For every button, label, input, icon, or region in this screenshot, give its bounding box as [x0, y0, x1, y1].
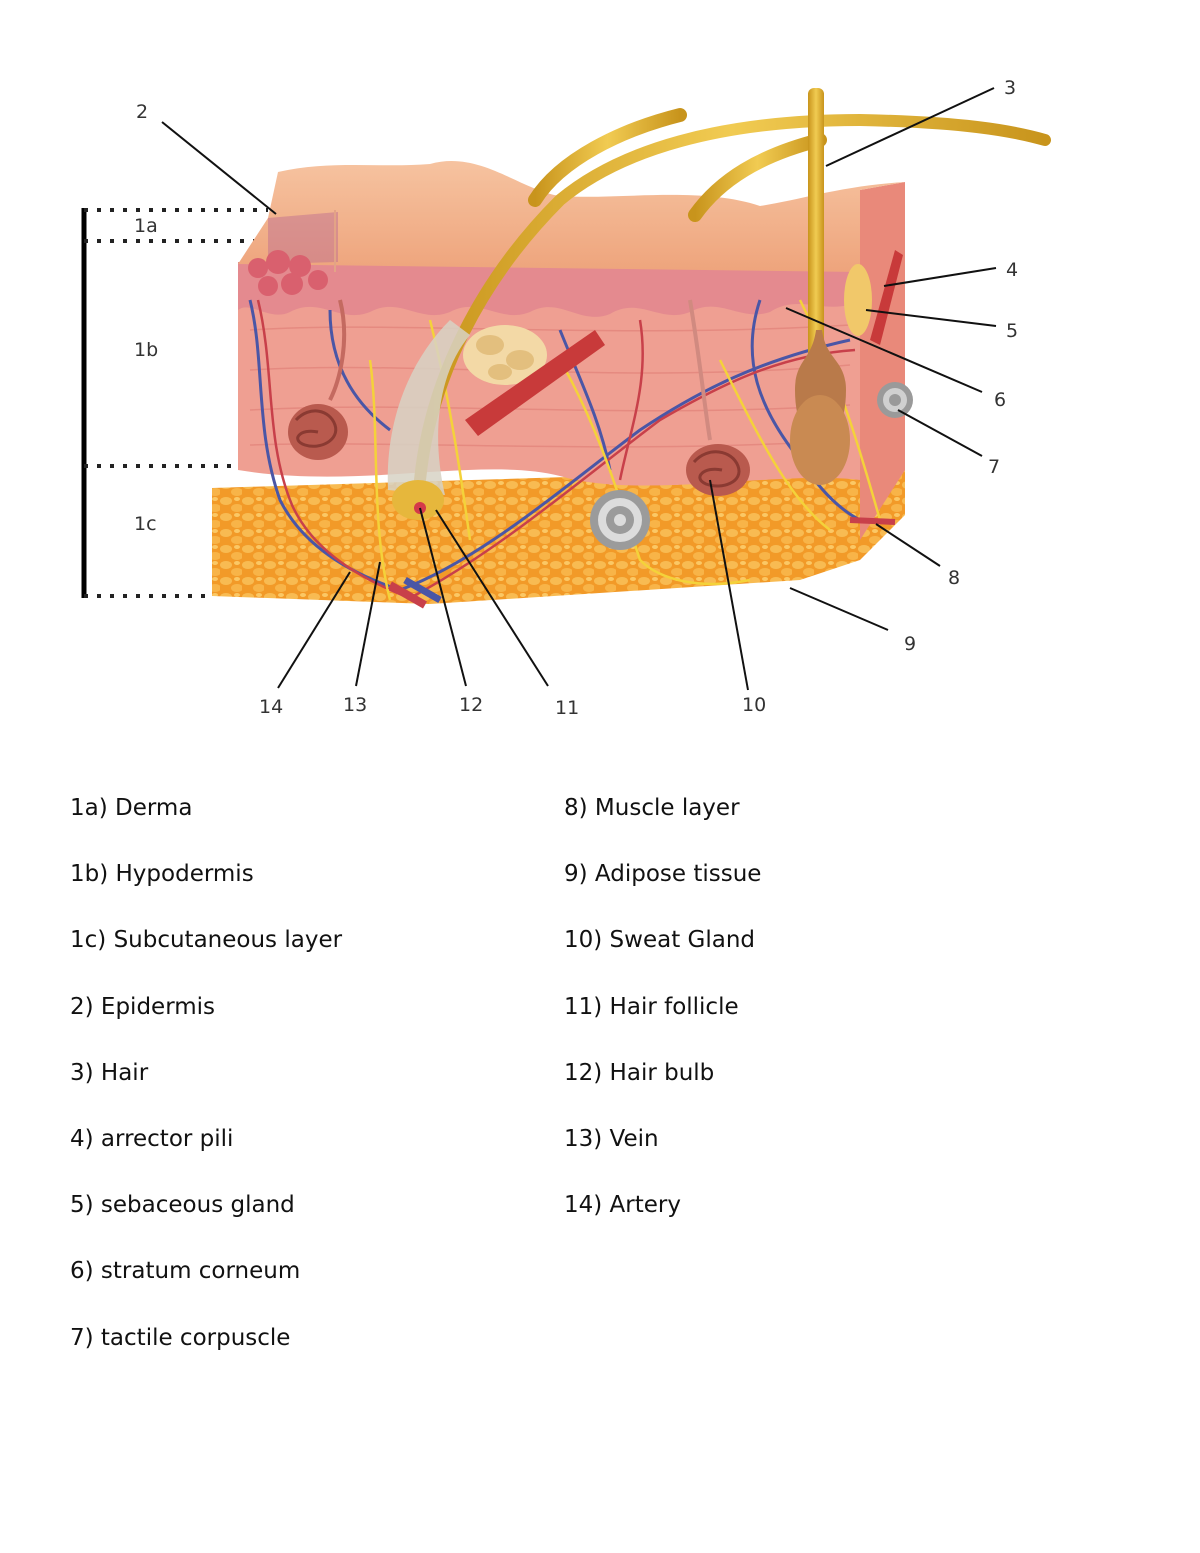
layer-bracket: [81, 208, 268, 598]
artery-network: [256, 299, 856, 600]
sweat-gland-right: [686, 299, 750, 496]
legend-item: 9) Adipose tissue: [564, 861, 762, 888]
legend-item: 5) sebaceous gland: [70, 1192, 295, 1219]
short-hair-left: [528, 108, 687, 207]
layer-label-1b: 1b: [134, 339, 158, 361]
legend-item: 14) Artery: [564, 1192, 681, 1219]
legend-item: 6) stratum corneum: [70, 1258, 301, 1285]
layer-label-1a: 1a: [134, 215, 158, 237]
central-hair-follicle: [387, 320, 470, 495]
arrector-pili-right: [870, 250, 903, 345]
leader-lines: [161, 87, 997, 691]
right-hair-bulb: [790, 395, 850, 485]
epidermis-band: [268, 212, 338, 264]
vessel-stubs: [388, 517, 896, 609]
sweat-gland-left: [288, 299, 348, 460]
papillary-layer: [238, 262, 860, 317]
callout-10: 10: [742, 694, 766, 716]
sebaceous-gland-center: [463, 325, 547, 385]
legend-item: 12) Hair bulb: [564, 1059, 715, 1086]
callout-12: 12: [459, 694, 483, 716]
callout-4: 4: [1006, 259, 1018, 281]
legend-item: 2) Epidermis: [70, 993, 216, 1020]
legend-item: 1b) Hypodermis: [70, 861, 254, 888]
callout-11: 11: [555, 697, 579, 719]
legend-left-column: 1a) Derma 1b) Hypodermis 1c) Subcutaneou…: [70, 790, 342, 1386]
callout-8: 8: [948, 567, 960, 589]
legend-item: 3) Hair: [70, 1059, 149, 1086]
callout-6: 6: [994, 389, 1006, 411]
legend-item: 1c) Subcutaneous layer: [70, 927, 343, 954]
legend-item: 11) Hair follicle: [564, 993, 739, 1020]
layer-label-1c: 1c: [134, 513, 157, 535]
legend-item: 4) arrector pili: [70, 1125, 234, 1152]
legend-item: 10) Sweat Gland: [564, 927, 756, 954]
legend-item: 8) Muscle layer: [564, 795, 740, 821]
central-hair-bulb: [392, 480, 444, 520]
short-hair-middle: [688, 133, 827, 222]
callout-3: 3: [1004, 77, 1016, 99]
tactile-corpuscle: [877, 382, 913, 418]
right-hair-shaft: [808, 88, 824, 388]
lamellar-corpuscle: [590, 490, 650, 550]
callout-2: 2: [136, 101, 148, 123]
legend-item: 7) tactile corpuscle: [70, 1324, 291, 1351]
legend-item: 1a) Derma: [70, 795, 193, 821]
callout-7: 7: [988, 456, 1000, 478]
callout-5: 5: [1006, 320, 1018, 342]
sebaceous-gland-right: [844, 264, 872, 336]
dermal-papillae-cutaway: [248, 250, 328, 296]
callout-13: 13: [343, 694, 367, 716]
skin-cross-section-diagram: 1a 1b 1c 2 3 4 5 6 7 8 9 10 11 12 13 14: [81, 77, 1051, 719]
callout-14: 14: [259, 696, 283, 718]
epidermis-surface: [238, 161, 905, 272]
callout-9: 9: [904, 633, 916, 655]
legend-right-column: 8) Muscle layer 9) Adipose tissue 10) Sw…: [564, 790, 761, 1253]
legend-item: 13) Vein: [564, 1125, 659, 1152]
arrector-pili-center: [465, 330, 605, 436]
